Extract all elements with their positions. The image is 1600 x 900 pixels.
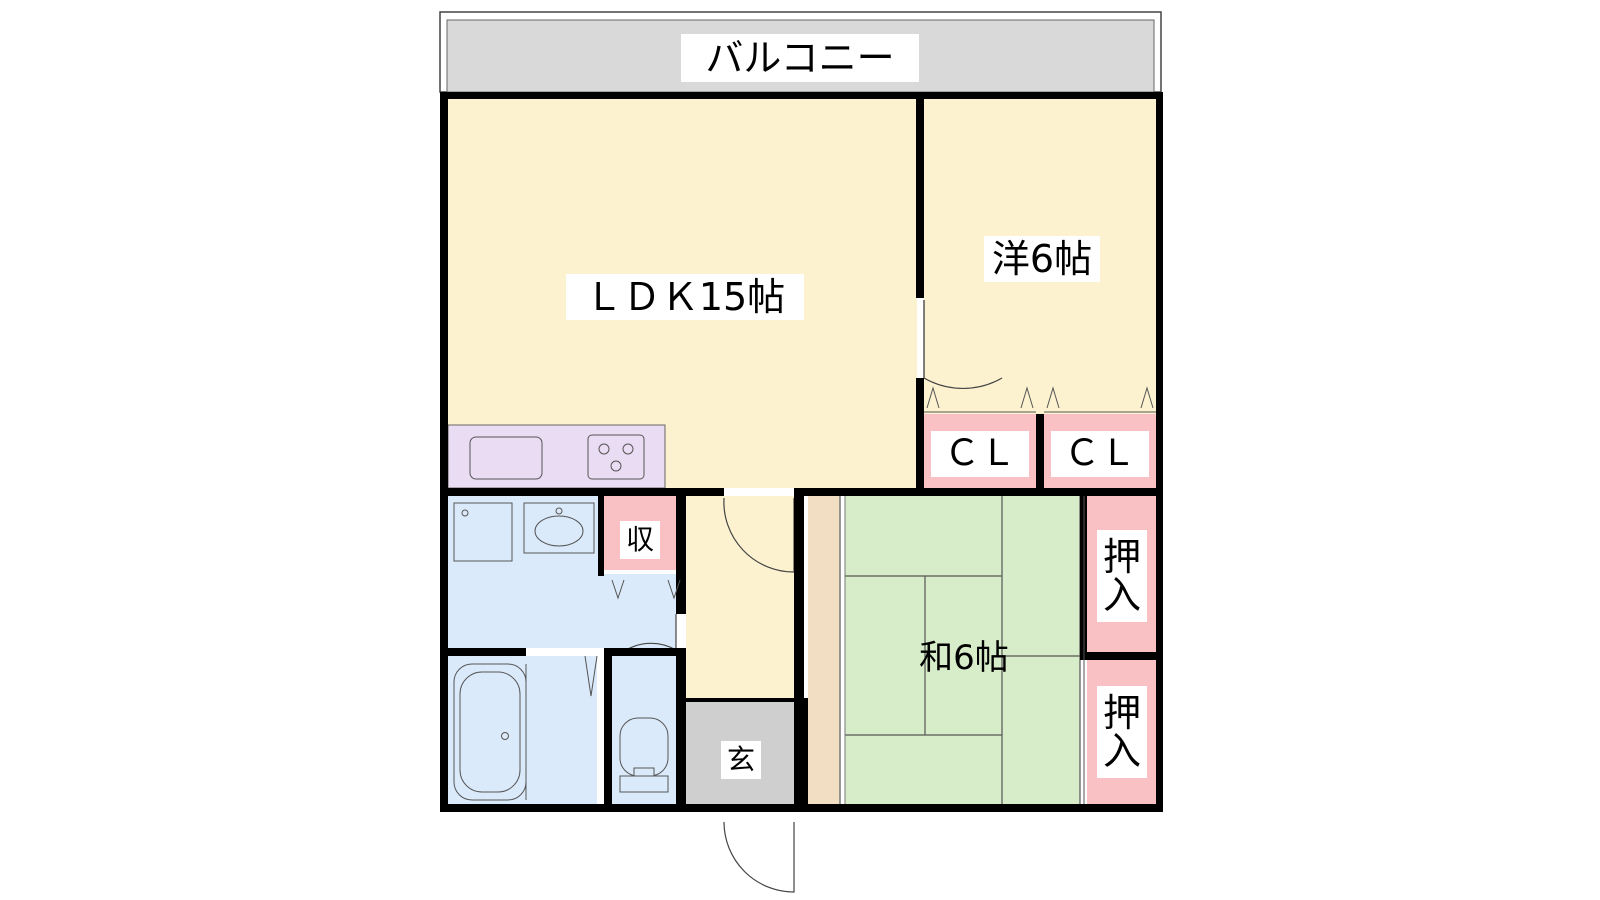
oshiire-1-bottom-char: 入 [1102,573,1141,617]
washbasin-bowl [534,515,584,547]
tatami-floor [845,496,1080,804]
bathtub-inner [459,671,521,793]
oshiire-1-top-char: 押 [1102,535,1141,579]
oshiire-2-bottom-char: 入 [1102,729,1141,773]
bath-drain-icon [501,732,509,740]
door-swings [625,300,1003,893]
hallway-floor [686,496,796,698]
oshiire-1-label: 押 入 [1097,530,1147,622]
storage-label: 収 [620,521,660,559]
oshiire-2-top-char: 押 [1102,691,1141,735]
entrance-label: 玄 [721,741,761,779]
toilet-tank [619,775,669,793]
stove-icon [587,434,645,480]
burner-icon [598,443,610,455]
burner-icon [622,443,634,455]
sliding-doors [584,386,1156,804]
faucet-icon [555,507,563,515]
burner-icon [610,460,622,472]
ldk-label: ＬＤＫ15帖 [566,274,804,320]
western-room-label: 洋6帖 [984,236,1100,282]
closet-1-label: ＣＬ [931,431,1029,477]
toilet-bowl [619,717,669,777]
drain-icon [461,509,469,517]
japanese-room-label: 和6帖 [919,638,1009,678]
toilet-seat [633,767,655,777]
engawa-floor [808,496,840,804]
kitchen-sink [469,436,543,480]
balcony-label: バルコニー [681,34,919,82]
closet-2-label: ＣＬ [1051,431,1149,477]
washing-machine-pan [453,502,513,562]
oshiire-2-label: 押 入 [1097,686,1147,778]
washroom-floor-2 [604,574,676,648]
